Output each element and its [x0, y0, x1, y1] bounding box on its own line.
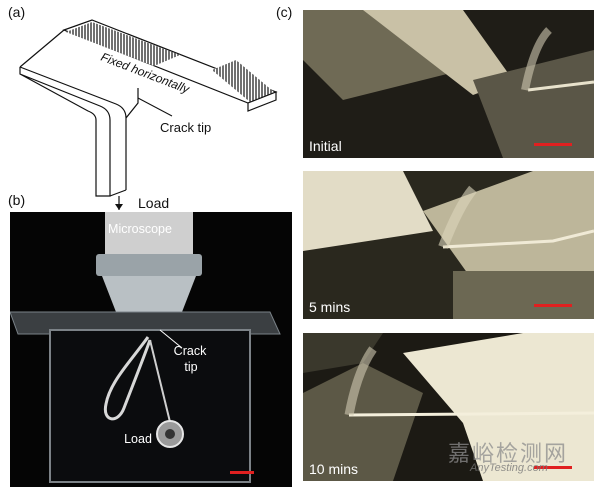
watermark-en: AnyTesting.com	[470, 462, 548, 474]
panel-label-c: (c)	[276, 4, 293, 20]
schematic-panel: Load Fixed horizontally Crack tip	[0, 0, 300, 211]
bend-side-face	[19, 67, 111, 197]
bent-strip-schematic: Load Fixed horizontally Crack tip	[19, 19, 278, 211]
setup-illustration	[10, 212, 281, 483]
crack-edge	[125, 88, 139, 119]
watermark-cn: 嘉峪检测网	[448, 441, 569, 466]
scale-bar-b	[230, 471, 254, 474]
crack-tip-pointer	[137, 97, 173, 117]
photo-5-mins: 5 mins	[303, 171, 594, 319]
load-label: Load	[138, 195, 169, 210]
panel-label-b: (b)	[8, 192, 26, 208]
fixed-hatch-left	[66, 22, 180, 66]
scale-bar-initial	[534, 143, 572, 146]
scale-bar-5-mins	[534, 304, 572, 307]
strip-sample	[103, 336, 152, 421]
microscope-label: Microscope	[108, 222, 172, 236]
caption-initial: Initial	[309, 138, 342, 154]
caption-5-mins: 5 mins	[309, 299, 351, 315]
photo-initial: Initial	[303, 10, 594, 158]
acrylic-box	[49, 329, 251, 483]
crack-label-line2: tip	[184, 360, 198, 374]
crack-label-line1: Crack	[173, 344, 207, 358]
load-label-b: Load	[124, 432, 152, 446]
photo-10-mins: 10 mins	[303, 333, 594, 481]
crack-tip-label: Crack tip	[160, 120, 211, 135]
microscope-ring	[96, 254, 202, 276]
strip-end-face	[247, 91, 277, 112]
crack-tip-pointer-b	[159, 329, 183, 349]
panel-label-a: (a)	[8, 4, 26, 20]
hanging-wire	[149, 339, 171, 423]
microscope-lens	[102, 276, 196, 312]
fixed-hatch-right	[212, 60, 274, 102]
caption-10-mins: 10 mins	[309, 461, 359, 477]
setup-photo: Microscope Crack tip Load	[10, 212, 292, 487]
holder-plate	[10, 311, 281, 335]
scale-bar-10-mins	[534, 466, 572, 469]
microscope-body	[105, 212, 193, 254]
